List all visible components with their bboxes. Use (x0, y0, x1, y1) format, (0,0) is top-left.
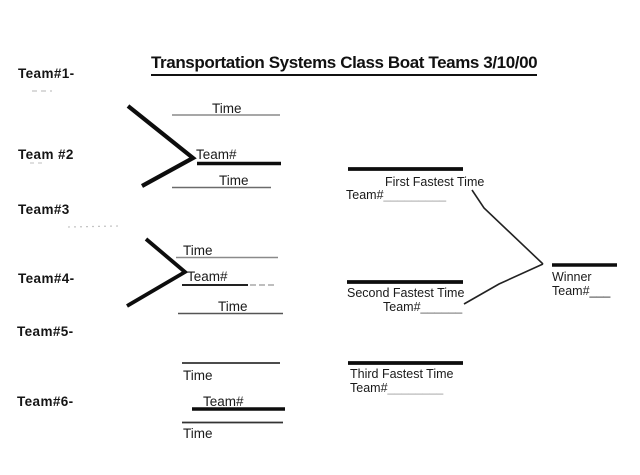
connector-second-to-winner (463, 263, 544, 305)
second-fastest-blank: ______ (420, 300, 463, 314)
team-label-3: Team#3 (18, 202, 70, 217)
heat2-chevron (126, 237, 189, 308)
heat2-team-label: Team# (187, 269, 228, 284)
third-fastest-team-label: Team# (350, 381, 388, 395)
connector-first-to-winner (471, 189, 544, 265)
heat1-time-bottom-label: Time (219, 173, 249, 188)
second-fastest-heading: Second Fastest Time (347, 286, 465, 300)
second-fastest-team-label: Team# (383, 300, 421, 314)
heat3-time-bottom-label: Time (183, 426, 213, 441)
team-label-4: Team#4- (18, 271, 75, 286)
third-fastest-blank: ________ (387, 381, 444, 395)
scan-artifact (67, 225, 119, 228)
second-fastest-team-line: Team#______ (383, 300, 462, 314)
third-fastest-heading: Third Fastest Time (350, 367, 454, 381)
heat1-team-label: Team# (196, 147, 237, 162)
team-label-5: Team#5- (17, 324, 74, 339)
heat2-time-bottom-label: Time (218, 299, 248, 314)
heat1-time-top-label: Time (212, 101, 242, 116)
heat2-time-top-label: Time (183, 243, 213, 258)
heat3-team-label: Team# (203, 394, 244, 409)
winner-heading: Winner (552, 270, 592, 284)
first-fastest-blank: _________ (383, 188, 447, 202)
first-fastest-team-line: Team#_________ (346, 188, 446, 202)
winner-team-label: Team# (552, 284, 590, 298)
team-label-1: Team#1- (18, 66, 75, 81)
team-label-6: Team#6- (17, 394, 74, 409)
heat3-time-top-label: Time (183, 368, 213, 383)
third-fastest-team-line: Team#________ (350, 381, 443, 395)
first-fastest-team-label: Team# (346, 188, 384, 202)
winner-blank: ___ (589, 284, 611, 298)
heat1-chevron (126, 104, 197, 188)
page-title: Transportation Systems Class Boat Teams … (151, 53, 538, 76)
first-fastest-heading: First Fastest Time (385, 175, 485, 189)
winner-team-line: Team#___ (552, 284, 610, 298)
team-label-2: Team #2 (18, 147, 74, 162)
